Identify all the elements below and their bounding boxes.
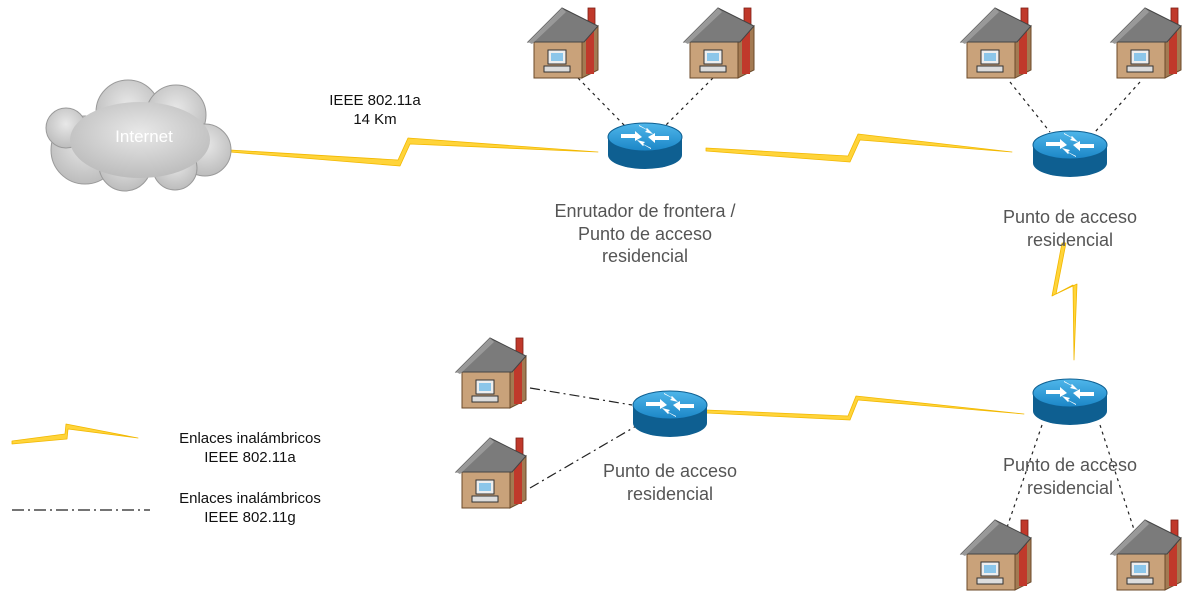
border-label-line2: Punto de acceso xyxy=(577,223,713,244)
link-house-apbm-2 xyxy=(529,424,639,489)
legend-lightning xyxy=(11,423,139,445)
link-house-border-2 xyxy=(664,77,714,127)
ap-bottom-right-router-icon xyxy=(1032,378,1108,426)
border-to-apr-lightning xyxy=(705,133,1013,163)
legend-wireless-a: Enlaces inalámbricos IEEE 802.11a xyxy=(150,430,350,468)
legend-a-line2: IEEE 802.11a xyxy=(204,448,296,466)
link-house-border-1 xyxy=(577,77,626,127)
ap-bottom-mid-line1: Punto de acceso xyxy=(602,461,738,481)
ap-bottom-right-label: Punto de acceso residencial xyxy=(960,454,1180,499)
uplink-label: IEEE 802.11a 14 Km xyxy=(300,92,450,130)
internet-cloud-icon xyxy=(45,79,232,192)
house-icon xyxy=(455,337,527,409)
ap-top-right-label: Punto de acceso residencial xyxy=(960,206,1180,251)
ap-top-right-line1: Punto de acceso xyxy=(1002,207,1138,227)
house-icon xyxy=(960,519,1032,591)
wireless-g-links xyxy=(577,77,1141,549)
link-house-apr-1 xyxy=(1009,81,1051,133)
house-icon xyxy=(1110,7,1182,79)
apr-to-apbr-lightning xyxy=(1051,242,1078,361)
ap-bottom-mid-line2: residencial xyxy=(626,483,714,504)
border-router-label: Enrutador de frontera / Punto de acceso … xyxy=(510,200,780,268)
house-icon xyxy=(683,7,755,79)
ap-bottom-right-line1: Punto de acceso xyxy=(1002,455,1138,475)
legend-g-line2: IEEE 802.11g xyxy=(204,508,296,526)
house-icon xyxy=(1110,519,1182,591)
house-icon xyxy=(527,7,599,79)
uplink-standard: IEEE 802.11a xyxy=(329,92,421,109)
border-label-line3: residencial xyxy=(601,246,689,266)
ap-bottom-mid-label: Punto de acceso residencial xyxy=(560,460,780,505)
house-icon xyxy=(455,437,527,509)
uplink-lightning xyxy=(229,137,599,167)
legend-wireless-g: Enlaces inalámbricos IEEE 802.11g xyxy=(150,490,350,528)
link-house-apr-2 xyxy=(1094,81,1141,133)
wireless-a-links xyxy=(11,133,1078,445)
wireless-g-links-dashdot xyxy=(529,387,639,489)
ap-bottom-right-line2: residencial xyxy=(1026,477,1114,498)
legend-g-line1: Enlaces inalámbricos xyxy=(179,490,321,507)
house-icon xyxy=(960,7,1032,79)
link-house-apbr-2 xyxy=(1099,424,1141,549)
legend-a-line1: Enlaces inalámbricos xyxy=(179,430,321,447)
border-router-icon xyxy=(607,122,683,170)
ap-top-right-line2: residencial xyxy=(1026,229,1114,250)
ap-top-right-router-icon xyxy=(1032,130,1108,178)
link-house-apbm-1 xyxy=(529,387,633,406)
internet-label: Internet xyxy=(115,127,173,146)
link-house-apbr-1 xyxy=(999,424,1043,549)
border-label-line1: Enrutador de frontera / xyxy=(554,201,736,221)
apbm-to-apbr-lightning xyxy=(705,395,1025,421)
uplink-distance: 14 Km xyxy=(353,110,397,128)
ap-bottom-mid-router-icon xyxy=(632,390,708,438)
